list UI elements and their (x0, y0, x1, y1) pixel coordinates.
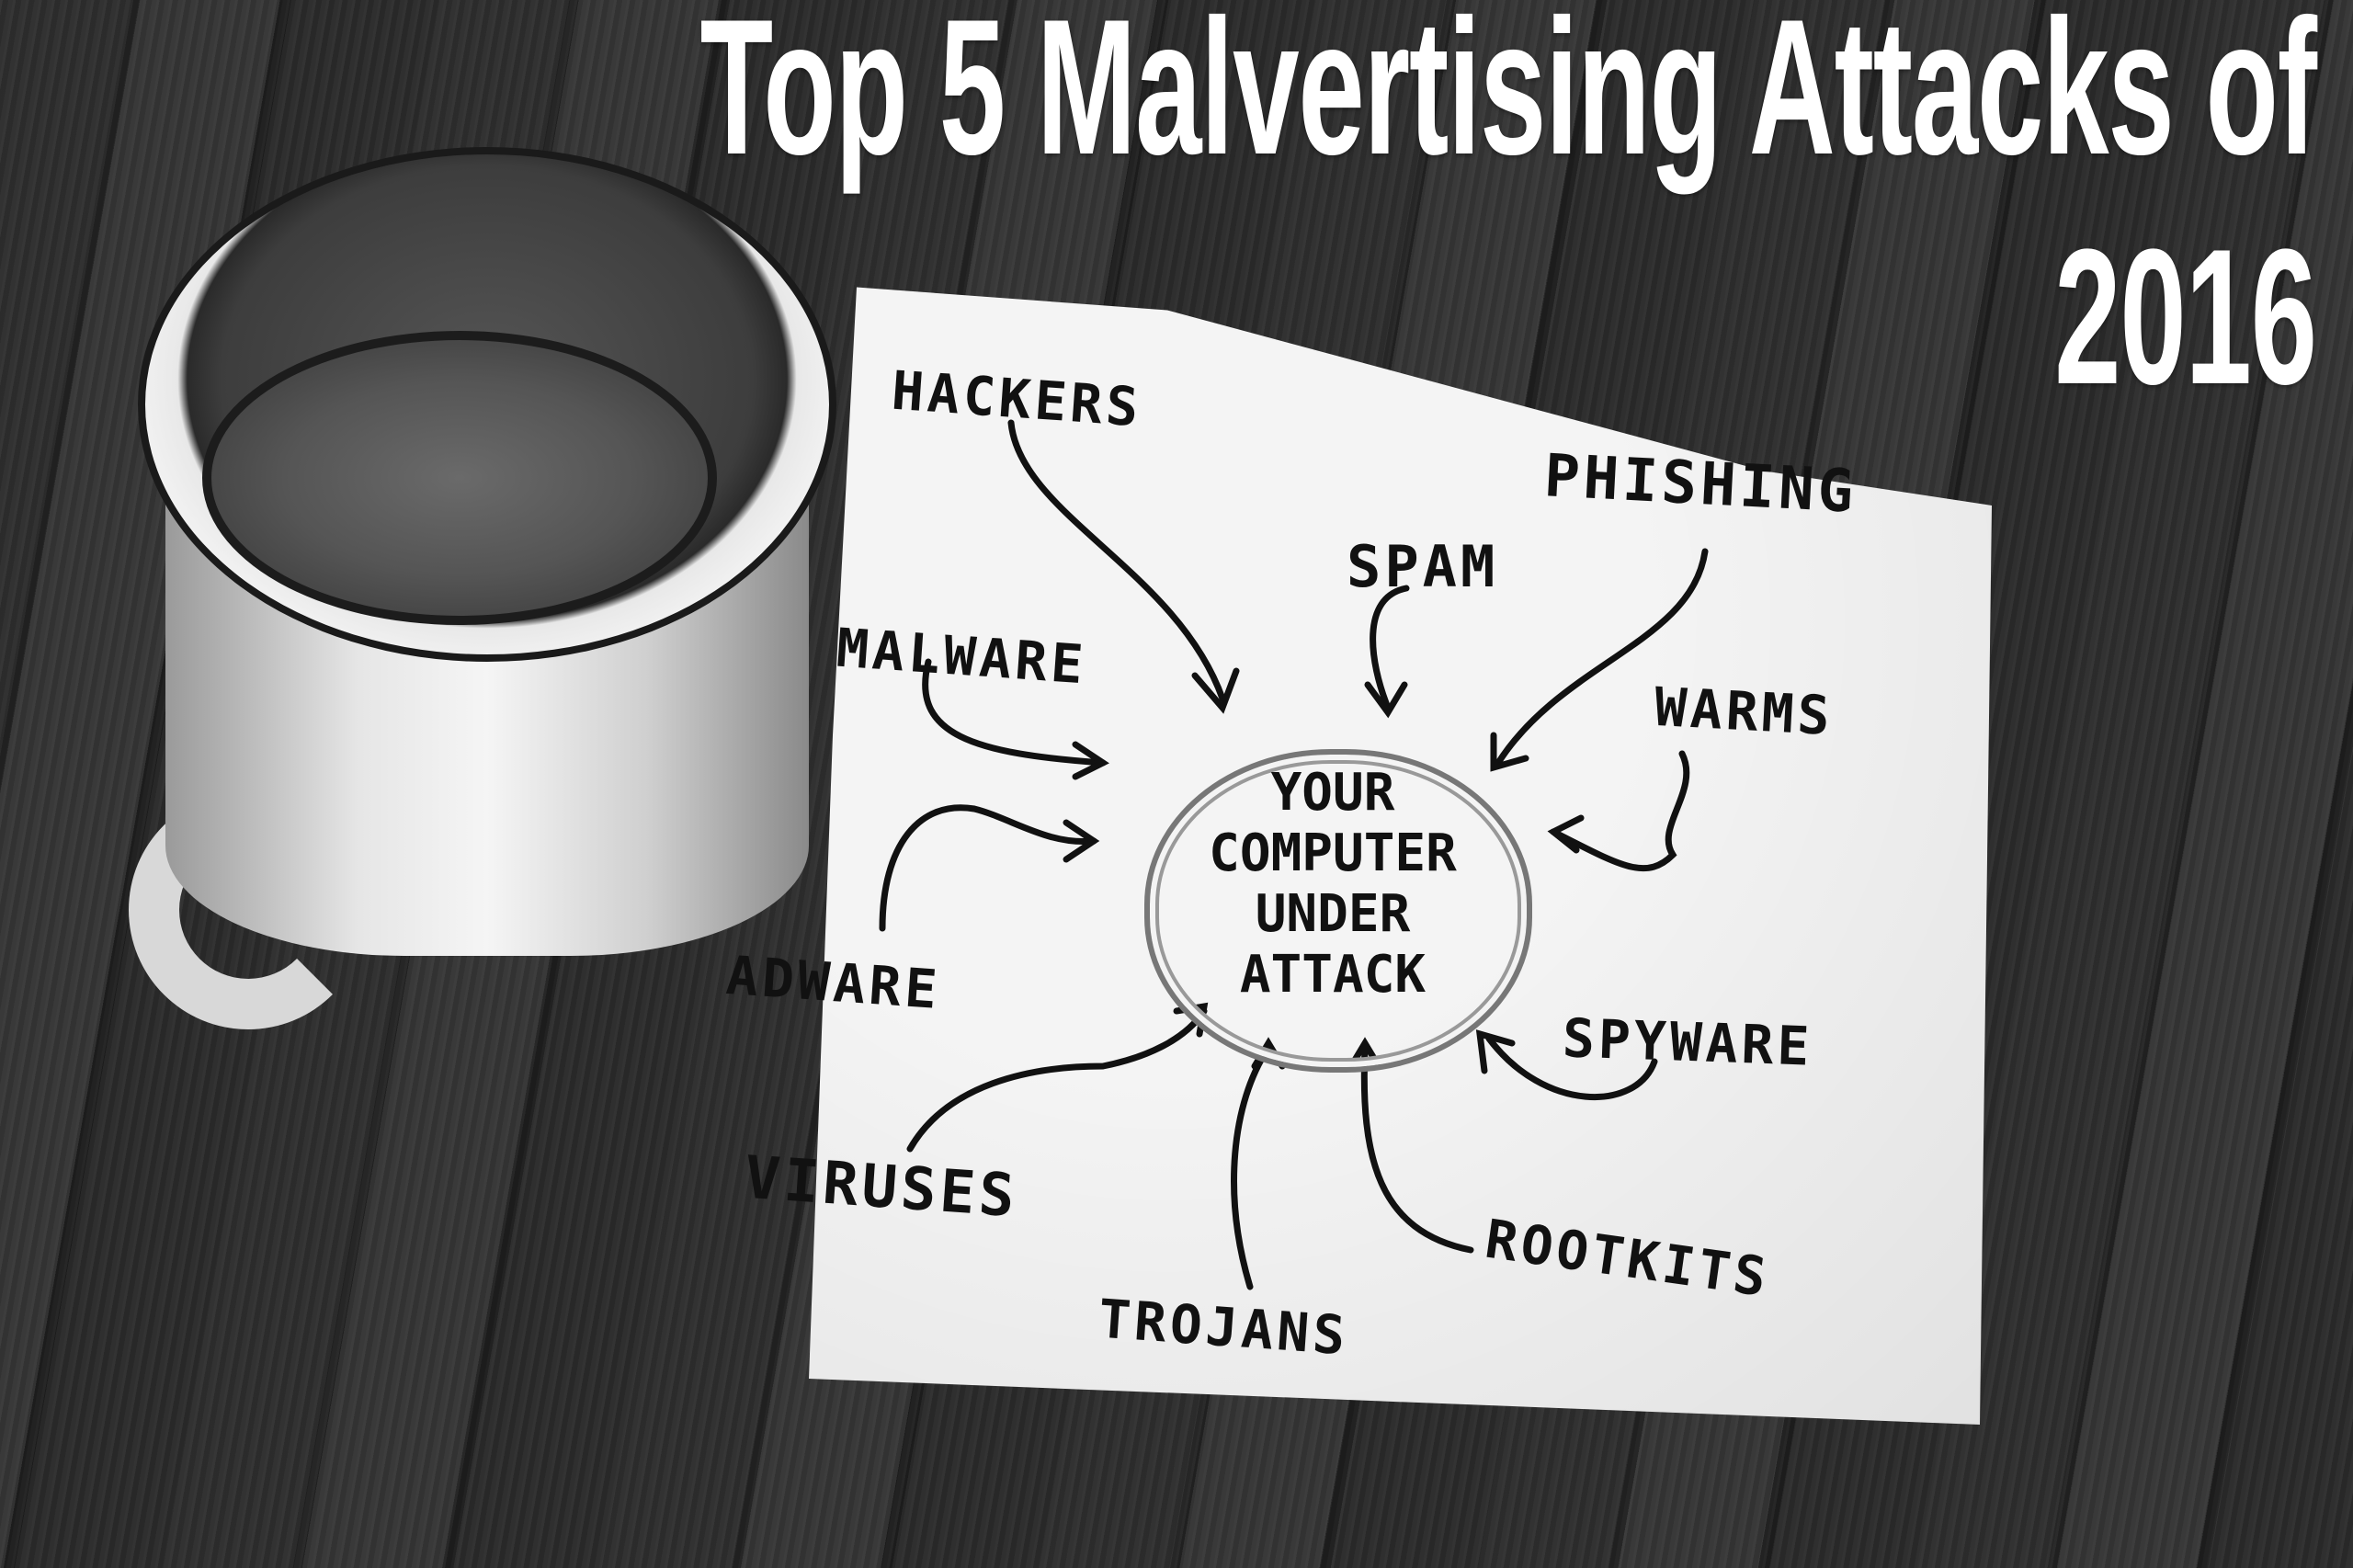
arrow-spyware (1485, 1035, 1658, 1101)
center-line-2: COMPUTER (1209, 824, 1457, 883)
arrow-adware-head (1063, 819, 1100, 863)
headline: Top 5 Malvertising Attacks of 2016 (699, 0, 2317, 432)
arrow-viruses (906, 1007, 1208, 1153)
center-line-4: ATTACK (1239, 945, 1427, 1005)
arrow-warms (1550, 750, 1690, 872)
arrow-hackers (1007, 419, 1226, 702)
label-spam: SPAM (1347, 533, 1499, 600)
coffee-surface (202, 331, 717, 625)
center-line-1: YOUR (1270, 763, 1395, 823)
headline-line-1: Top 5 Malvertising Attacks of (699, 0, 2317, 195)
arrow-malware-head (1072, 741, 1109, 780)
arrow-warms-head (1547, 814, 1585, 854)
arrow-phishing-head (1490, 732, 1529, 772)
arrow-hackers-head (1191, 667, 1240, 714)
arrow-spam (1370, 585, 1410, 711)
arrow-trojans (1231, 1044, 1272, 1290)
arrow-spyware-head (1475, 1029, 1516, 1074)
headline-line-2: 2016 (2054, 209, 2317, 425)
coffee-mug (129, 147, 836, 1029)
arrow-spam-head (1364, 681, 1408, 719)
center-line-3: UNDER (1255, 884, 1411, 944)
arrow-phishing (1495, 548, 1709, 767)
arrow-adware (879, 804, 1097, 932)
label-spyware: SPYWARE (1561, 1006, 1814, 1078)
arrow-malware (922, 658, 1107, 767)
arrow-rootkits (1360, 1044, 1474, 1254)
center-label: YOUR COMPUTER UNDER ATTACK (1144, 763, 1521, 1006)
center-circle (1144, 749, 1532, 1073)
label-warms: WARMS (1653, 675, 1836, 748)
